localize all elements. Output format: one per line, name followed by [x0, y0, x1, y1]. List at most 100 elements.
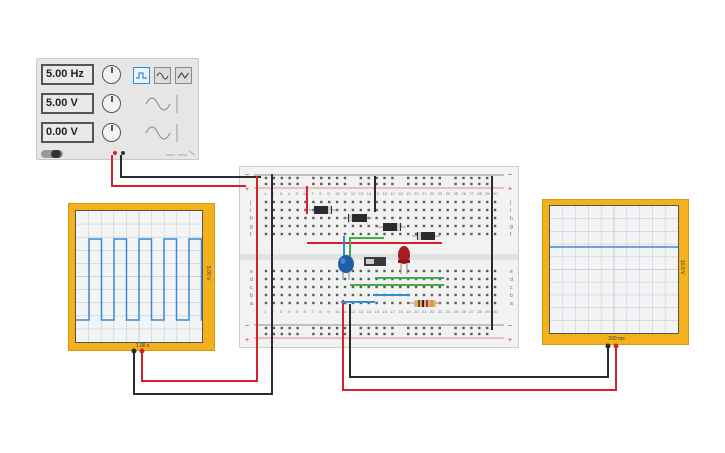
amplitude-wave-icon — [145, 95, 178, 113]
breadboard-column-label: 18 — [398, 191, 403, 196]
scope-right-volt-label: 10.0 V — [679, 260, 685, 275]
breadboard-column-label: 17 — [390, 191, 395, 196]
breadboard-column-label: 22 — [430, 191, 435, 196]
wire-fg-positive[interactable] — [111, 155, 246, 187]
breadboard-column-label: 26 — [462, 309, 467, 314]
breadboard-column-label: 11 — [343, 309, 348, 314]
diode-3[interactable] — [378, 223, 406, 231]
breadboard-column-label: 8 — [319, 309, 322, 314]
breadboard-column-label: 12 — [351, 309, 356, 314]
breadboard-column-label: 17 — [390, 309, 395, 314]
svg-text:+: + — [508, 186, 512, 193]
breadboard-column-label: 8 — [319, 191, 322, 196]
breadboard-column-label: 28 — [477, 191, 482, 196]
wire-scope-left-positive[interactable] — [141, 176, 258, 382]
scope-left-trace — [76, 238, 203, 321]
wire-fg-negative[interactable] — [120, 155, 261, 178]
breadboard-column-label: 5 — [296, 309, 299, 314]
breadboard-row-label: a — [250, 301, 253, 307]
scope-right-time-label: 200 ms — [608, 336, 625, 342]
breadboard-column-label: 25 — [454, 309, 459, 314]
dc-offset-knob[interactable] — [102, 123, 121, 142]
breadboard-column-label: 26 — [462, 191, 467, 196]
sine-wave-button[interactable] — [154, 67, 171, 84]
breadboard-column-label: 16 — [383, 309, 388, 314]
breadboard-column-label: 1 — [264, 309, 267, 314]
breadboard-row-label: i — [250, 208, 251, 214]
resistor[interactable] — [409, 300, 442, 307]
diode-2[interactable] — [343, 214, 372, 222]
breadboard-column-label: 30 — [493, 191, 498, 196]
breadboard-column-label: 15 — [375, 191, 380, 196]
wire-scope-right-negative[interactable] — [349, 304, 609, 378]
breadboard-column-label: 3 — [280, 191, 283, 196]
breadboard-row-label: a — [510, 301, 513, 307]
amplitude-knob[interactable] — [102, 94, 121, 113]
breadboard-row-label: g — [510, 224, 513, 230]
breadboard-column-label: 3 — [280, 309, 283, 314]
breadboard-row-label: g — [250, 224, 253, 230]
breadboard-column-label: 27 — [469, 191, 474, 196]
amplitude-display: 5.00 V — [41, 93, 94, 114]
scope-right-screen — [549, 205, 679, 334]
breadboard-column-label: 1 — [264, 191, 267, 196]
power-toggle[interactable] — [41, 150, 63, 158]
breadboard-row-label: h — [250, 216, 253, 222]
breadboard-row-label: j — [249, 200, 251, 206]
function-generator[interactable]: 5.00 Hz 5.00 V 0.00 V — [36, 58, 199, 160]
wire-scope-left-negative[interactable] — [133, 174, 273, 395]
breadboard-column-label: 24 — [446, 309, 451, 314]
svg-text:+: + — [508, 337, 512, 344]
positive-terminal[interactable] — [113, 151, 117, 155]
diode-1[interactable] — [309, 206, 337, 214]
svg-text:+: + — [245, 337, 249, 344]
breadboard-row-label: b — [250, 293, 253, 299]
square-wave-button[interactable] — [133, 67, 150, 84]
breadboard-column-label: 19 — [406, 309, 411, 314]
scope-left-time-label: 1.00 s — [135, 343, 150, 349]
scope-left-volt-label: 5.00 V — [205, 266, 211, 281]
breadboard-column-label: 27 — [469, 309, 474, 314]
capacitor[interactable] — [338, 255, 354, 280]
scope-right-grid — [550, 206, 678, 333]
breadboard-column-label: 20 — [414, 309, 419, 314]
breadboard-column-label: 14 — [367, 309, 372, 314]
breadboard-column-label: 7 — [311, 191, 314, 196]
svg-text:+: + — [245, 186, 249, 193]
oscilloscope-left[interactable]: 1.00 s 5.00 V — [68, 203, 215, 351]
wire-scope-right-positive[interactable] — [342, 300, 617, 391]
breadboard-row-label: e — [510, 269, 513, 275]
svg-text:−: − — [508, 323, 512, 330]
svg-text:−: − — [245, 172, 249, 179]
breadboard-row-label: h — [510, 216, 513, 222]
breadboard-column-label: 4 — [288, 309, 291, 314]
negative-terminal[interactable] — [121, 151, 125, 155]
breadboard-column-label: 13 — [359, 309, 364, 314]
breadboard-row-label: e — [250, 269, 253, 275]
dc-offset-display: 0.00 V — [41, 122, 94, 143]
breadboard-column-label: 2 — [272, 309, 275, 314]
square-wave-icon — [136, 72, 147, 79]
breadboard-column-label: 9 — [327, 191, 330, 196]
breadboard-column-label: 7 — [311, 309, 314, 314]
scope-left-screen — [75, 210, 203, 343]
breadboard-row-label: c — [250, 285, 253, 291]
breadboard-row-label: f — [250, 232, 252, 238]
breadboard-column-label: 19 — [406, 191, 411, 196]
diode-4[interactable] — [412, 232, 440, 240]
breadboard-column-label: 10 — [335, 309, 340, 314]
slide-switch[interactable] — [364, 257, 386, 266]
breadboard-column-label: 22 — [430, 309, 435, 314]
breadboard-column-label: 28 — [477, 309, 482, 314]
triangle-wave-button[interactable] — [175, 67, 192, 84]
breadboard-row-label: c — [510, 285, 513, 291]
brand-logo — [166, 150, 196, 156]
breadboard-column-label: 12 — [351, 191, 356, 196]
breadboard-column-label: 9 — [327, 309, 330, 314]
oscilloscope-right[interactable]: 200 ms 10.0 V — [542, 199, 689, 345]
offset-wave-icon — [145, 124, 178, 142]
red-led[interactable] — [398, 246, 410, 274]
wire-green-upper[interactable] — [349, 237, 384, 260]
frequency-knob[interactable] — [102, 65, 121, 84]
